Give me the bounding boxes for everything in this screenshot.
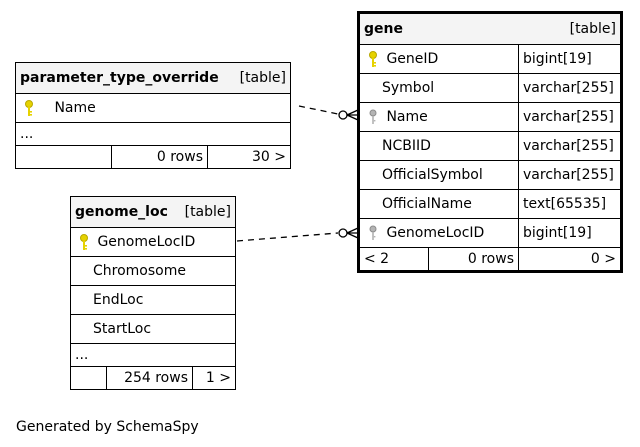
- column-row[interactable]: Chromosome: [70, 256, 236, 286]
- parents-link[interactable]: < 2: [358, 247, 429, 272]
- children-link[interactable]: 0 >: [518, 247, 622, 272]
- column-type: bigint[19]: [518, 218, 622, 248]
- table-kind: [table]: [569, 21, 616, 37]
- column-row[interactable]: EndLoc: [70, 285, 236, 315]
- column-row[interactable]: Name: [358, 102, 519, 132]
- row-count: 254 rows: [106, 366, 193, 390]
- table-header[interactable]: parameter_type_override [table]: [15, 62, 291, 94]
- column-type: varchar[255]: [518, 131, 622, 161]
- edge-parameter-type-override-to-gene: [298, 105, 339, 115]
- column-name: OfficialName: [382, 196, 472, 212]
- row-count: 0 rows: [428, 247, 519, 272]
- column-row[interactable]: StartLoc: [70, 314, 236, 344]
- column-type: text[65535]: [518, 189, 622, 219]
- column-name: Symbol: [382, 80, 435, 96]
- edge-crowfoot: [346, 227, 359, 239]
- table-parameter-type-override[interactable]: parameter_type_override [table] Name ...…: [15, 62, 291, 169]
- edge-genome-loc-to-gene: [236, 232, 339, 242]
- edge-end-circle: [338, 228, 348, 238]
- key-icon: [75, 233, 93, 251]
- column-name: GenomeLocID: [97, 234, 196, 250]
- fk-key-icon: [364, 224, 382, 242]
- column-name: Name: [54, 100, 96, 116]
- column-row[interactable]: GenomeLocID: [70, 227, 236, 257]
- column-row[interactable]: Symbol: [358, 73, 519, 103]
- fk-key-icon: [364, 108, 382, 126]
- table-name: parameter_type_override: [20, 70, 219, 86]
- column-name: StartLoc: [93, 321, 152, 337]
- column-row[interactable]: GeneID: [358, 44, 519, 74]
- table-name: genome_loc: [75, 204, 168, 220]
- column-name: Chromosome: [93, 263, 186, 279]
- table-header[interactable]: gene [table]: [358, 12, 622, 45]
- column-name: GeneID: [386, 51, 439, 67]
- more-columns-ellipsis: ...: [15, 122, 291, 146]
- children-link[interactable]: 30 >: [207, 145, 291, 169]
- table-header[interactable]: genome_loc [table]: [70, 196, 236, 228]
- column-row[interactable]: GenomeLocID: [358, 218, 519, 248]
- column-type: varchar[255]: [518, 102, 622, 132]
- column-name: NCBIID: [382, 138, 431, 154]
- column-row[interactable]: OfficialName: [358, 189, 519, 219]
- column-name: OfficialSymbol: [382, 167, 483, 183]
- column-name: EndLoc: [93, 292, 144, 308]
- table-kind: [table]: [184, 204, 231, 220]
- parents-cell: [15, 145, 112, 169]
- edge-end-circle: [338, 110, 348, 120]
- column-row[interactable]: OfficialSymbol: [358, 160, 519, 190]
- column-name: Name: [386, 109, 428, 125]
- key-icon: [364, 50, 382, 68]
- column-type: varchar[255]: [518, 160, 622, 190]
- more-columns-ellipsis: ...: [70, 343, 236, 367]
- children-link[interactable]: 1 >: [192, 366, 236, 390]
- column-row[interactable]: NCBIID: [358, 131, 519, 161]
- table-name: gene: [364, 21, 403, 37]
- table-kind: [table]: [239, 70, 286, 86]
- column-type: varchar[255]: [518, 73, 622, 103]
- column-name: GenomeLocID: [386, 225, 485, 241]
- row-count: 0 rows: [111, 145, 208, 169]
- column-type: bigint[19]: [518, 44, 622, 74]
- edge-crowfoot: [346, 109, 359, 121]
- table-gene[interactable]: gene [table] GeneID bigint[19] Symbol va…: [357, 11, 623, 273]
- table-genome-loc[interactable]: genome_loc [table] GenomeLocID Chromosom…: [70, 196, 236, 390]
- key-icon: [20, 99, 38, 117]
- column-row[interactable]: Name: [15, 93, 291, 123]
- generated-by-footer: Generated by SchemaSpy: [16, 419, 199, 435]
- parents-cell: [70, 366, 107, 390]
